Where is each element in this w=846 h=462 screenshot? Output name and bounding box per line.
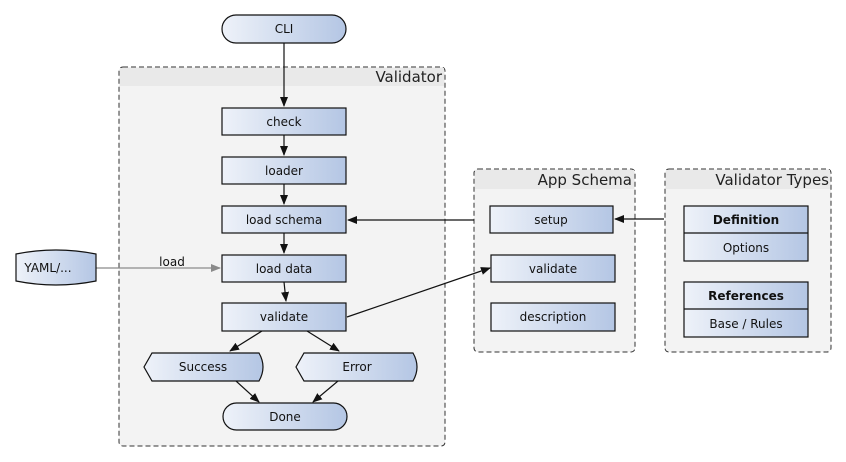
node-description: description: [490, 302, 616, 332]
node-success: Success: [143, 352, 264, 382]
edge-validate-success: [229, 330, 263, 352]
node-load-data: load data: [221, 254, 347, 283]
edge-label-load: load: [159, 255, 185, 269]
node-done: Done: [222, 402, 348, 431]
node-schema-validate-label: validate: [529, 262, 577, 276]
node-definition-body: Options: [723, 241, 769, 255]
node-references: References Base / Rules: [683, 281, 809, 338]
cluster-validator-types-title: Validator Types: [715, 171, 829, 189]
node-references-title: References: [708, 289, 784, 303]
node-yaml-label: YAML/...: [23, 261, 71, 275]
node-error-label: Error: [342, 360, 371, 374]
node-done-label: Done: [269, 410, 301, 424]
cluster-validator-title: Validator: [375, 68, 442, 86]
node-schema-validate: validate: [490, 254, 616, 283]
node-error: Error: [295, 352, 418, 382]
node-yaml: YAML/...: [15, 249, 97, 286]
node-loader: loader: [221, 156, 347, 185]
cluster-app-schema-title: App Schema: [538, 171, 632, 189]
node-load-schema-label: load schema: [246, 213, 322, 227]
node-description-label: description: [520, 310, 587, 324]
node-cli: CLI: [221, 14, 347, 44]
node-definition-title: Definition: [713, 213, 779, 227]
node-check-label: check: [266, 115, 301, 129]
edge-validate-error: [306, 330, 340, 352]
node-loader-label: loader: [265, 164, 303, 178]
node-validate-label: validate: [260, 310, 308, 324]
edge-load-data-validate: [281, 281, 290, 302]
edge-success-done: [235, 380, 260, 403]
edges: load: [96, 43, 664, 403]
node-success-label: Success: [179, 360, 227, 374]
node-load-schema: load schema: [221, 205, 347, 234]
node-definition: Definition Options: [683, 205, 809, 262]
node-validate: validate: [221, 302, 347, 332]
edge-error-done: [312, 380, 339, 403]
edge-validate-schema-validate: [346, 267, 491, 318]
node-setup-label: setup: [534, 213, 568, 227]
node-load-data-label: load data: [256, 262, 313, 276]
node-setup: setup: [489, 205, 614, 234]
node-cli-label: CLI: [275, 22, 294, 36]
node-references-body: Base / Rules: [709, 317, 782, 331]
node-check: check: [221, 107, 347, 136]
